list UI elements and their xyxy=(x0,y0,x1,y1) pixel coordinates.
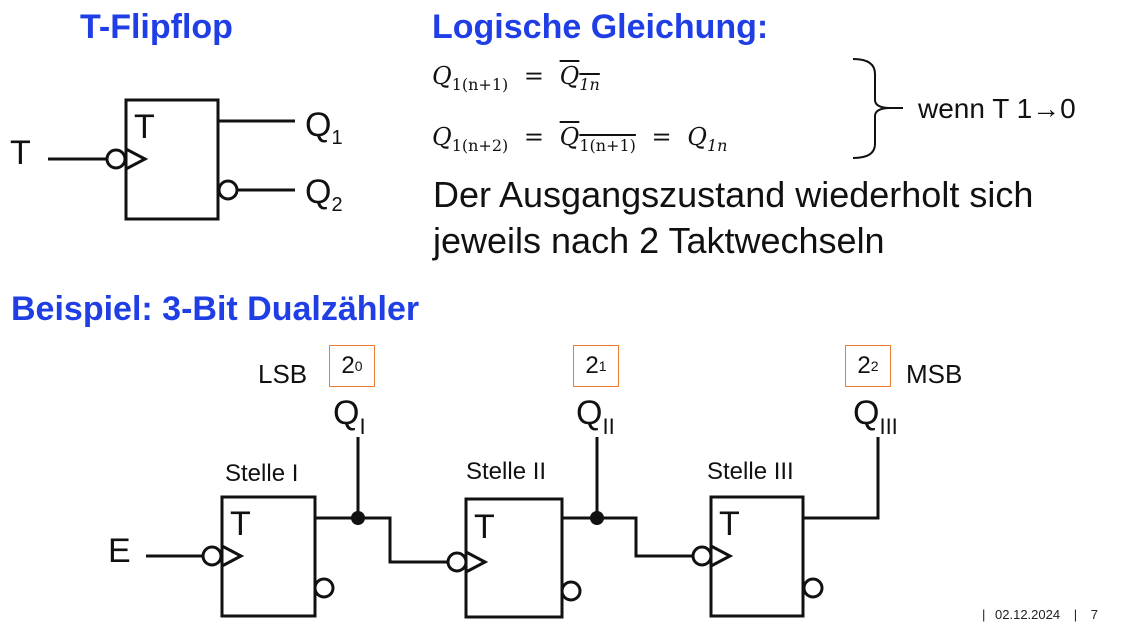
output-label-qiii: QIII xyxy=(853,394,898,439)
clock-triangle-2 xyxy=(465,550,489,574)
output-label-q2: Q2 xyxy=(305,173,343,216)
footer-separator: | xyxy=(982,607,986,622)
equation-1: Q1(n+1) = Q1n xyxy=(432,62,600,94)
junction-dot-1 xyxy=(351,511,365,525)
lsb-label: LSB xyxy=(258,359,308,389)
junction-dot-2 xyxy=(590,511,604,525)
description-line-1: Der Ausgangszustand wiederholt sich xyxy=(433,174,1034,215)
wire-qiii xyxy=(803,437,880,520)
box-label-t: T xyxy=(134,108,155,146)
output-label-qii: QII xyxy=(576,394,615,439)
input-label-e: E xyxy=(108,532,131,570)
output-bubble-3 xyxy=(802,577,824,599)
inverter-bubble xyxy=(105,148,127,170)
stage-2-t-label: T xyxy=(474,508,495,546)
title-logic-equation: Logische Gleichung: xyxy=(432,8,769,46)
t-flipflop-symbol: T T Q1 Q2 xyxy=(10,98,343,221)
clock-bubble-1 xyxy=(201,545,223,567)
footer: | 02.12.2024 | 7 xyxy=(982,607,1098,622)
stage-1-t-label: T xyxy=(230,505,251,543)
stage-label-3: Stelle III xyxy=(707,458,794,485)
input-label-t: T xyxy=(10,134,31,172)
stage-3-t-label: T xyxy=(719,505,740,543)
curly-brace xyxy=(852,58,903,159)
title-example: Beispiel: 3-Bit Dualzähler xyxy=(11,290,420,328)
footer-page-number: 7 xyxy=(1090,607,1098,622)
output-bubble-q2 xyxy=(217,179,239,201)
clock-bubble-2 xyxy=(446,551,468,573)
description-line-2: jeweils nach 2 Taktwechseln xyxy=(433,220,885,261)
clock-bubble-3 xyxy=(691,545,713,567)
output-label-q1: Q1 xyxy=(305,106,343,149)
clock-triangle xyxy=(125,147,149,171)
condition-text: wenn T 1→0 xyxy=(918,93,1076,124)
stage-label-1: Stelle I xyxy=(225,460,298,487)
footer-date: 02.12.2024 xyxy=(995,607,1061,622)
output-bubble-1 xyxy=(313,577,335,599)
wire-stage2-to-stage3 xyxy=(562,516,693,558)
clock-triangle-3 xyxy=(710,544,734,568)
title-t-flipflop: T-Flipflop xyxy=(80,8,233,46)
counter-circuit: QI QII QIII Stelle I Stelle II Stelle II… xyxy=(108,394,898,619)
output-bubble-2 xyxy=(560,580,582,602)
wire-stage1-to-stage2 xyxy=(315,516,448,564)
equation-2: Q1(n+2) = Q1(n+1) = Q1n xyxy=(432,123,728,155)
footer-separator: | xyxy=(1073,607,1078,622)
stage-label-2: Stelle II xyxy=(466,458,546,485)
msb-label: MSB xyxy=(906,359,963,389)
output-label-qi: QI xyxy=(333,394,366,439)
clock-triangle-1 xyxy=(221,544,245,568)
